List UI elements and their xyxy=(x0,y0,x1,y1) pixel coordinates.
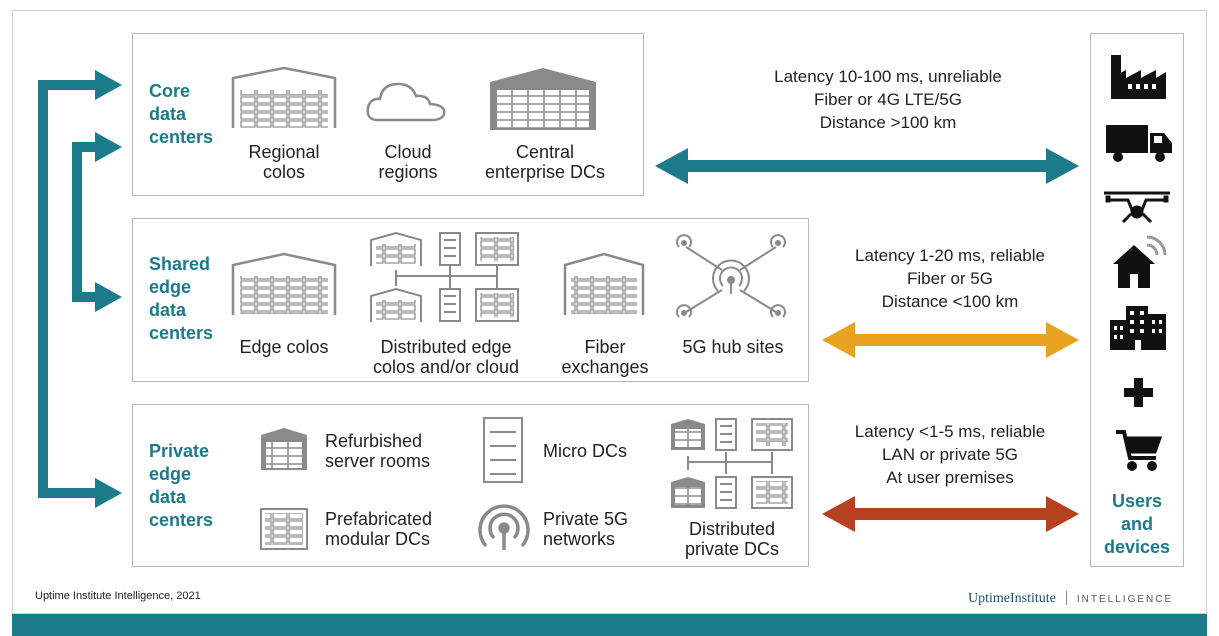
private-5g-antenna-icon xyxy=(478,504,530,550)
prefabricated-modular-dc-icon xyxy=(260,508,308,550)
private-link-arrow xyxy=(822,496,1079,532)
truck-icon xyxy=(1106,125,1172,162)
users-panel xyxy=(1090,33,1184,567)
regional-colo-building-icon xyxy=(231,66,337,128)
fiber-exchange-building-icon xyxy=(563,252,645,315)
drone-icon xyxy=(1104,191,1170,224)
micro-dc-rack-icon xyxy=(483,417,523,483)
edge-colo-building-icon xyxy=(231,252,337,315)
office-buildings-icon xyxy=(1110,306,1166,350)
smart-home-icon xyxy=(1113,235,1167,288)
edge-colos-label: Edge colos xyxy=(239,337,329,357)
footer-credit: Uptime Institute Intelligence, 2021 xyxy=(35,590,201,602)
distributed-edge-network-icon xyxy=(370,231,519,322)
5g-hub-sites-label: 5G hub sites xyxy=(682,337,784,357)
cloud-icon xyxy=(366,82,446,122)
refurbished-server-room-icon xyxy=(261,428,307,470)
shopping-cart-icon xyxy=(1116,430,1163,471)
factory-icon xyxy=(1111,55,1166,99)
tier-connector-arrows xyxy=(38,70,122,508)
medical-cross-icon xyxy=(1124,378,1153,407)
central-enterprise-dc-icon xyxy=(490,68,596,130)
distributed-private-dc-network-icon xyxy=(671,418,793,509)
core-link-arrow xyxy=(655,148,1079,184)
5g-hub-antenna-icon xyxy=(676,234,786,318)
shared-link-arrow xyxy=(822,322,1079,358)
micro-dcs-label: Micro DCs xyxy=(543,441,627,461)
bottom-accent-band xyxy=(12,614,1207,636)
